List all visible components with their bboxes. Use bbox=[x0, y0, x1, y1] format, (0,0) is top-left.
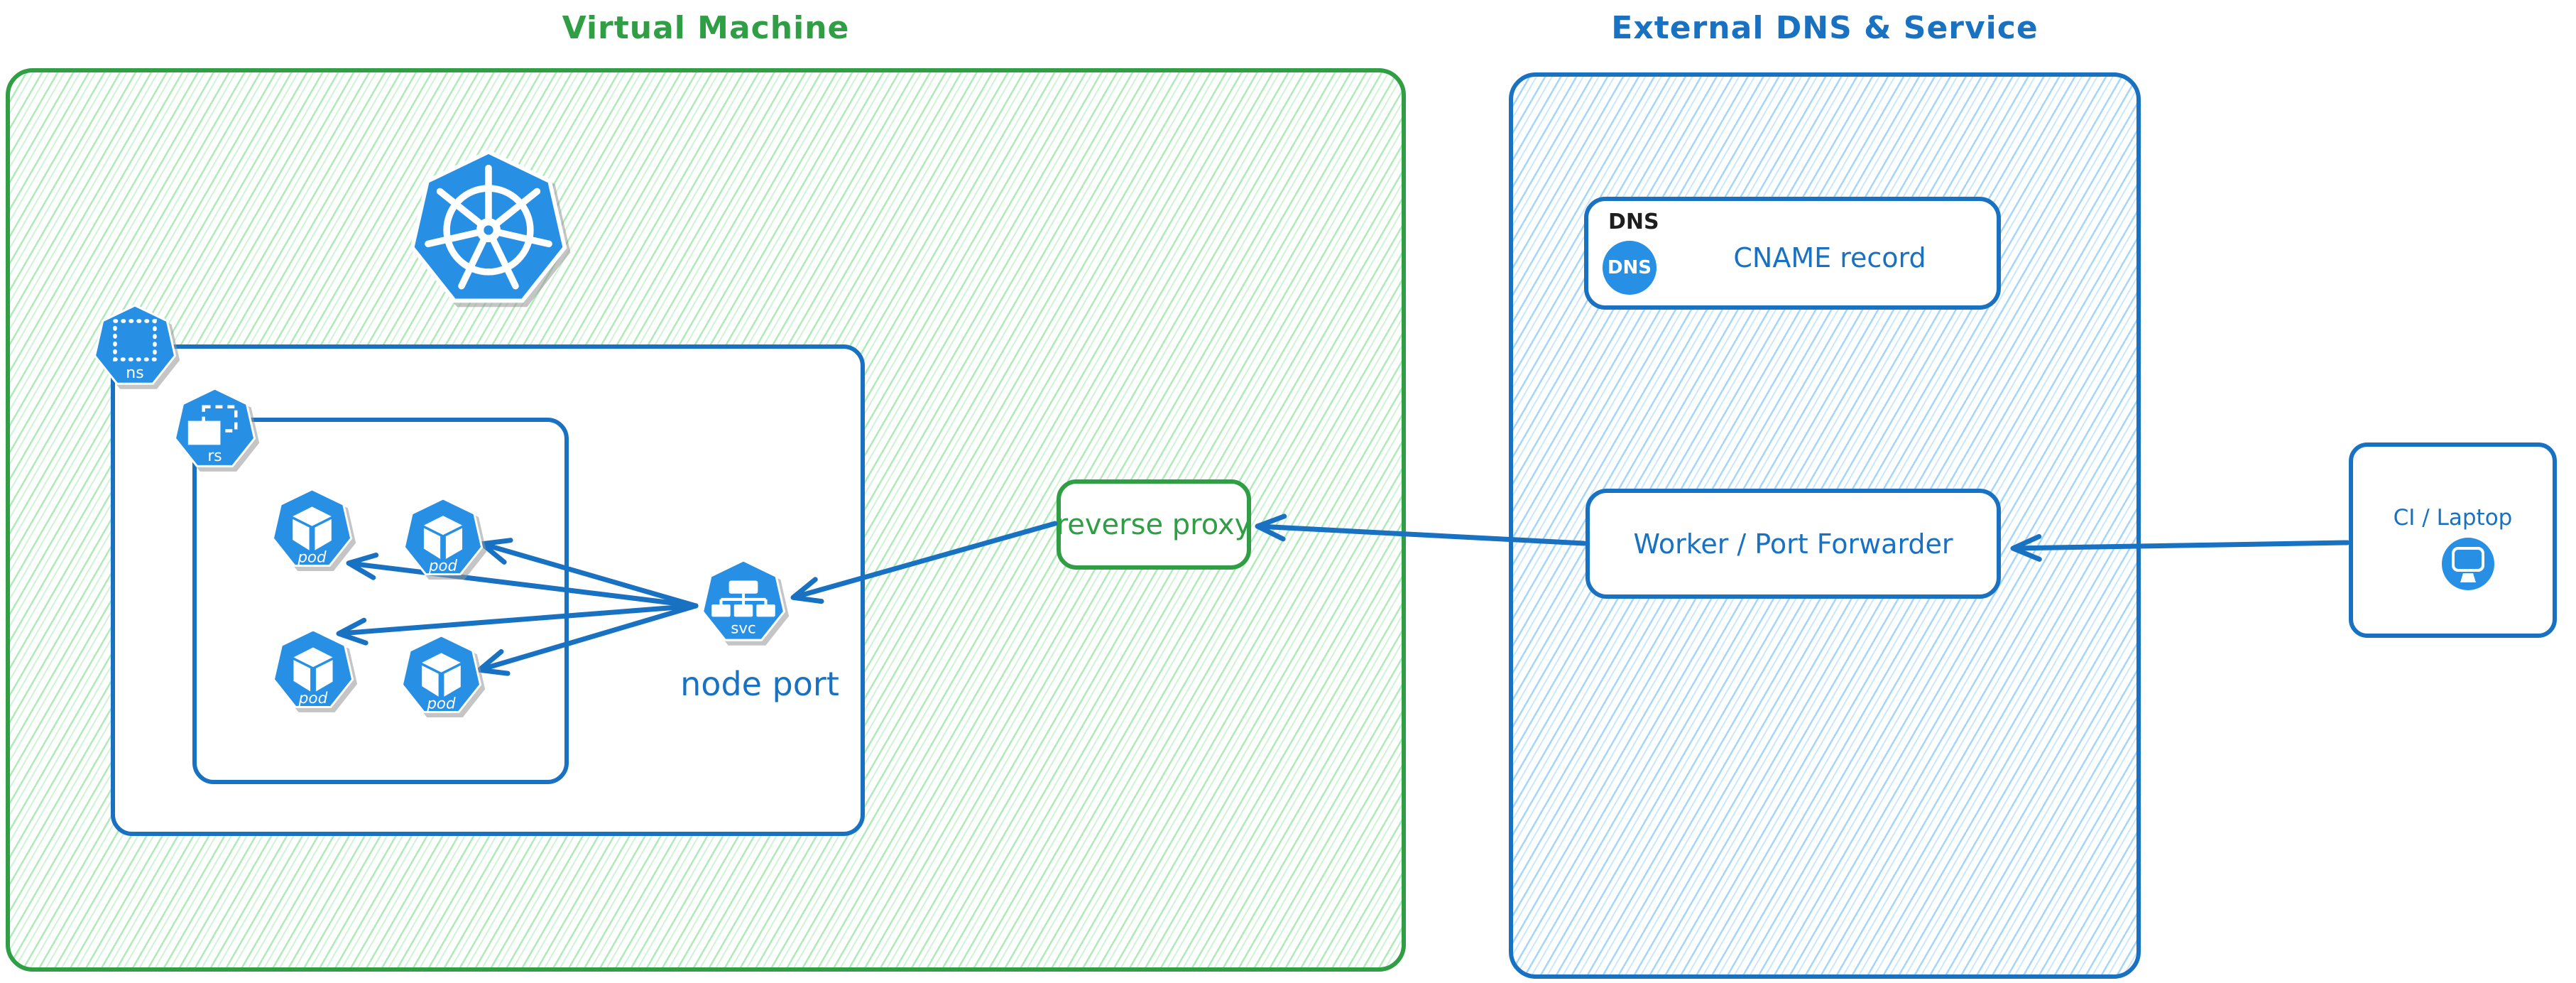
reverse-proxy-label: reverse proxy bbox=[1056, 508, 1252, 541]
service-icon: svc bbox=[701, 559, 786, 641]
dns-tag: DNS bbox=[1608, 210, 1659, 234]
dns-badge-label: DNS bbox=[1607, 257, 1652, 278]
service-icon-label: svc bbox=[731, 620, 756, 638]
pod-icon-label: pod bbox=[428, 557, 457, 575]
worker-port-forwarder-box: Worker / Port Forwarder bbox=[1586, 489, 2001, 599]
pod-icon-2: pod bbox=[403, 497, 484, 576]
node-port-label: node port bbox=[680, 665, 839, 703]
worker-label: Worker / Port Forwarder bbox=[1633, 528, 1953, 560]
monitor-icon bbox=[2442, 538, 2494, 590]
replicaset-icon: rs bbox=[173, 387, 256, 467]
replicaset-icon-label: rs bbox=[207, 447, 222, 465]
cname-record-label: CNAME record bbox=[1733, 242, 1926, 273]
external-dns-title: External DNS & Service bbox=[1611, 10, 2039, 46]
pod-icon-label: pod bbox=[297, 548, 327, 566]
dns-record-box: DNS DNS CNAME record bbox=[1584, 197, 2001, 310]
reverse-proxy-box: reverse proxy bbox=[1057, 479, 1251, 570]
pod-icon-4: pod bbox=[400, 634, 482, 713]
pod-icon-3: pod bbox=[272, 629, 354, 708]
dns-badge-icon: DNS bbox=[1603, 241, 1657, 295]
replicaset-box bbox=[192, 418, 569, 784]
ci-laptop-label: CI / Laptop bbox=[2393, 505, 2513, 531]
namespace-icon: ns bbox=[93, 304, 177, 385]
pod-icon-label: pod bbox=[298, 690, 328, 707]
kubernetes-logo bbox=[410, 149, 567, 303]
pod-icon-1: pod bbox=[271, 488, 353, 567]
ci-laptop-box: CI / Laptop bbox=[2349, 442, 2557, 638]
pod-icon-label: pod bbox=[426, 695, 456, 712]
vm-title: Virtual Machine bbox=[562, 10, 850, 46]
namespace-icon-label: ns bbox=[126, 364, 143, 382]
